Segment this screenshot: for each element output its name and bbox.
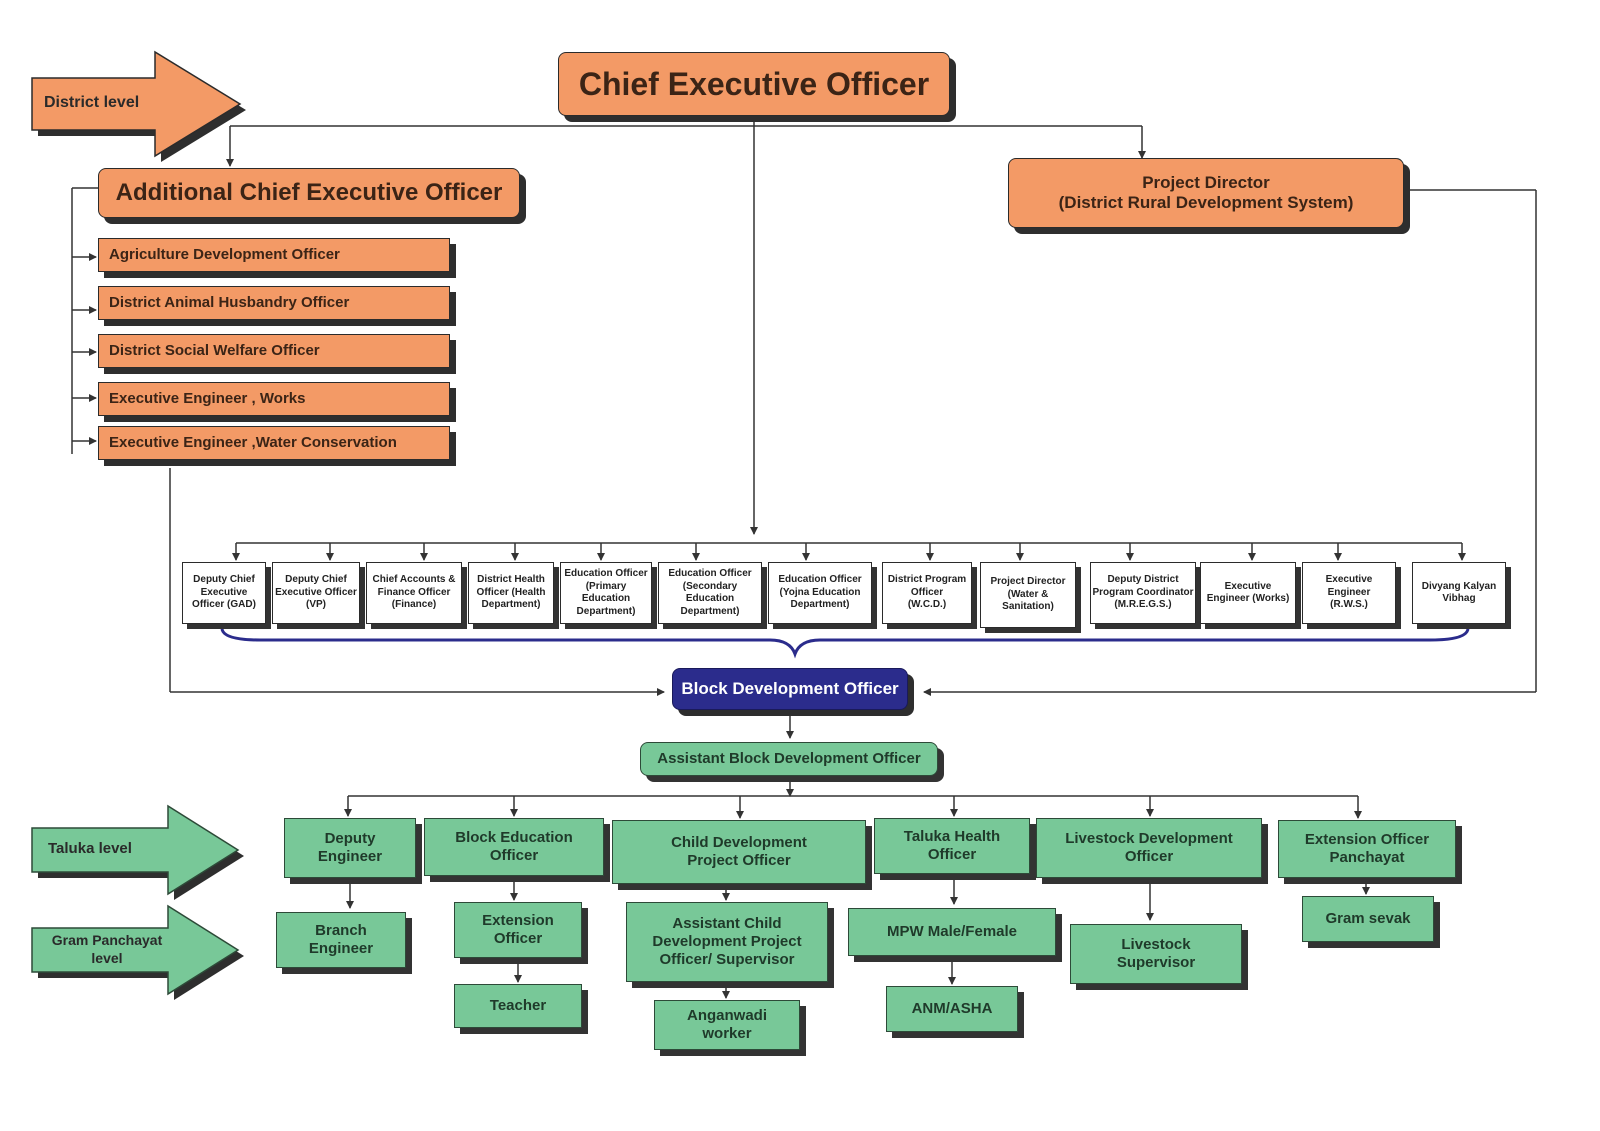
extension-officer-box: Extension Officer [454,902,582,958]
taluka-officer-taluka-health: Taluka Health Officer [874,818,1030,874]
taluka-level-label: Taluka level [48,840,132,857]
acdpo-box: Assistant Child Development Project Offi… [626,902,828,982]
department-label: Chief Accounts & Finance Officer (Financ… [372,574,456,611]
project-director-box: Project Director (District Rural Develop… [1008,158,1404,228]
department-box: Divyang Kalyan Vibhag [1412,562,1506,624]
taluka-officer-label: Block Education Officer [455,829,573,864]
taluka-officer-label: Taluka Health Officer [903,828,1001,863]
department-label: Deputy Chief Executive Officer (VP) [275,574,357,611]
taluka-officer-block-education: Block Education Officer [424,818,604,876]
extension-officer-label: Extension Officer [482,912,554,947]
department-box: District Health Officer (Health Departme… [468,562,554,624]
aceo-child-water-conservation: Executive Engineer ,Water Conservation [98,426,450,460]
aceo-child-label: Executive Engineer , Works [109,390,306,407]
gram-sevak-label: Gram sevak [1325,910,1411,927]
department-label: Education Officer (Yojna Education Depar… [778,574,862,611]
department-label: Executive Engineer (R.W.S.) [1325,574,1373,611]
department-label: Executive Engineer (Works) [1206,580,1290,605]
taluka-officer-label: Deputy Engineer [317,830,383,865]
taluka-officer-livestock: Livestock Development Officer [1036,818,1262,878]
chief-executive-officer-box: Chief Executive Officer [558,52,950,116]
gram-panchayat-level-label: Gram Panchayat level [51,932,163,966]
anganwadi-worker-label: Anganwadi worker [686,1007,767,1042]
department-box: Deputy Chief Executive Officer (VP) [272,562,360,624]
livestock-supervisor-box: Livestock Supervisor [1070,924,1242,984]
department-box: Education Officer (Secondary Education D… [658,562,762,624]
department-label: Education Officer (Secondary Education D… [668,568,752,617]
taluka-level-arrow [31,804,244,900]
department-box: Deputy Chief Executive Officer (GAD) [182,562,266,624]
taluka-officer-deputy-engineer: Deputy Engineer [284,818,416,878]
block-development-officer-label: Block Development Officer [681,678,899,698]
assistant-bdo-label: Assistant Block Development Officer [657,750,921,767]
project-director-label: Project Director (District Rural Develop… [1058,172,1354,212]
anganwadi-worker-box: Anganwadi worker [654,1000,800,1050]
gram-panchayat-level-arrow [31,904,244,1000]
taluka-officer-label: Livestock Development Officer [1065,830,1233,865]
department-label: District Health Officer (Health Departme… [476,574,546,611]
aceo-child-agriculture: Agriculture Development Officer [98,238,450,272]
branch-engineer-box: Branch Engineer [276,912,406,968]
department-box: Education Officer (Yojna Education Depar… [768,562,872,624]
teacher-box: Teacher [454,984,582,1028]
acdpo-label: Assistant Child Development Project Offi… [652,915,802,968]
chief-executive-officer-label: Chief Executive Officer [578,65,930,102]
department-label: Project Director (Water & Sanitation) [990,576,1066,613]
gram-sevak-box: Gram sevak [1302,896,1434,942]
aceo-child-label: District Animal Husbandry Officer [109,294,350,311]
teacher-label: Teacher [489,997,547,1014]
aceo-child-animal-husbandry: District Animal Husbandry Officer [98,286,450,320]
aceo-child-social-welfare: District Social Welfare Officer [98,334,450,368]
department-box: Education Officer (Primary Education Dep… [560,562,652,624]
aceo-child-engineer-works: Executive Engineer , Works [98,382,450,416]
department-box: District Program Officer (W.C.D.) [882,562,972,624]
anm-asha-box: ANM/ASHA [886,986,1018,1032]
department-label: Divyang Kalyan Vibhag [1421,580,1497,605]
departments-brace [220,627,1470,659]
anm-asha-label: ANM/ASHA [911,1000,993,1017]
taluka-officer-label: Extension Officer Panchayat [1304,831,1430,866]
department-label: Deputy Chief Executive Officer (GAD) [192,574,256,611]
mpw-box: MPW Male/Female [848,908,1056,956]
taluka-officer-child-development: Child Development Project Officer [612,820,866,884]
department-box: Executive Engineer (Works) [1200,562,1296,624]
assistant-bdo-box: Assistant Block Development Officer [640,742,938,776]
taluka-officer-extension-panchayat: Extension Officer Panchayat [1278,820,1456,878]
aceo-child-label: Agriculture Development Officer [109,246,340,263]
block-development-officer-box: Block Development Officer [672,668,908,710]
district-level-label: District level [44,94,140,111]
additional-ceo-box: Additional Chief Executive Officer [98,168,520,218]
aceo-child-label: Executive Engineer ,Water Conservation [109,434,397,451]
department-box: Deputy District Program Coordinator (M.R… [1090,562,1196,624]
department-label: District Program Officer (W.C.D.) [887,574,967,611]
livestock-supervisor-label: Livestock Supervisor [1116,936,1196,971]
aceo-child-label: District Social Welfare Officer [109,342,320,359]
department-box: Project Director (Water & Sanitation) [980,562,1076,628]
department-label: Education Officer (Primary Education Dep… [564,568,648,617]
additional-ceo-label: Additional Chief Executive Officer [115,178,503,206]
branch-engineer-label: Branch Engineer [308,922,374,957]
taluka-officer-label: Child Development Project Officer [671,834,807,869]
department-box: Chief Accounts & Finance Officer (Financ… [366,562,462,624]
district-level-arrow [31,50,246,162]
mpw-label: MPW Male/Female [886,923,1018,940]
department-box: Executive Engineer (R.W.S.) [1302,562,1396,624]
department-label: Deputy District Program Coordinator (M.R… [1092,574,1194,611]
